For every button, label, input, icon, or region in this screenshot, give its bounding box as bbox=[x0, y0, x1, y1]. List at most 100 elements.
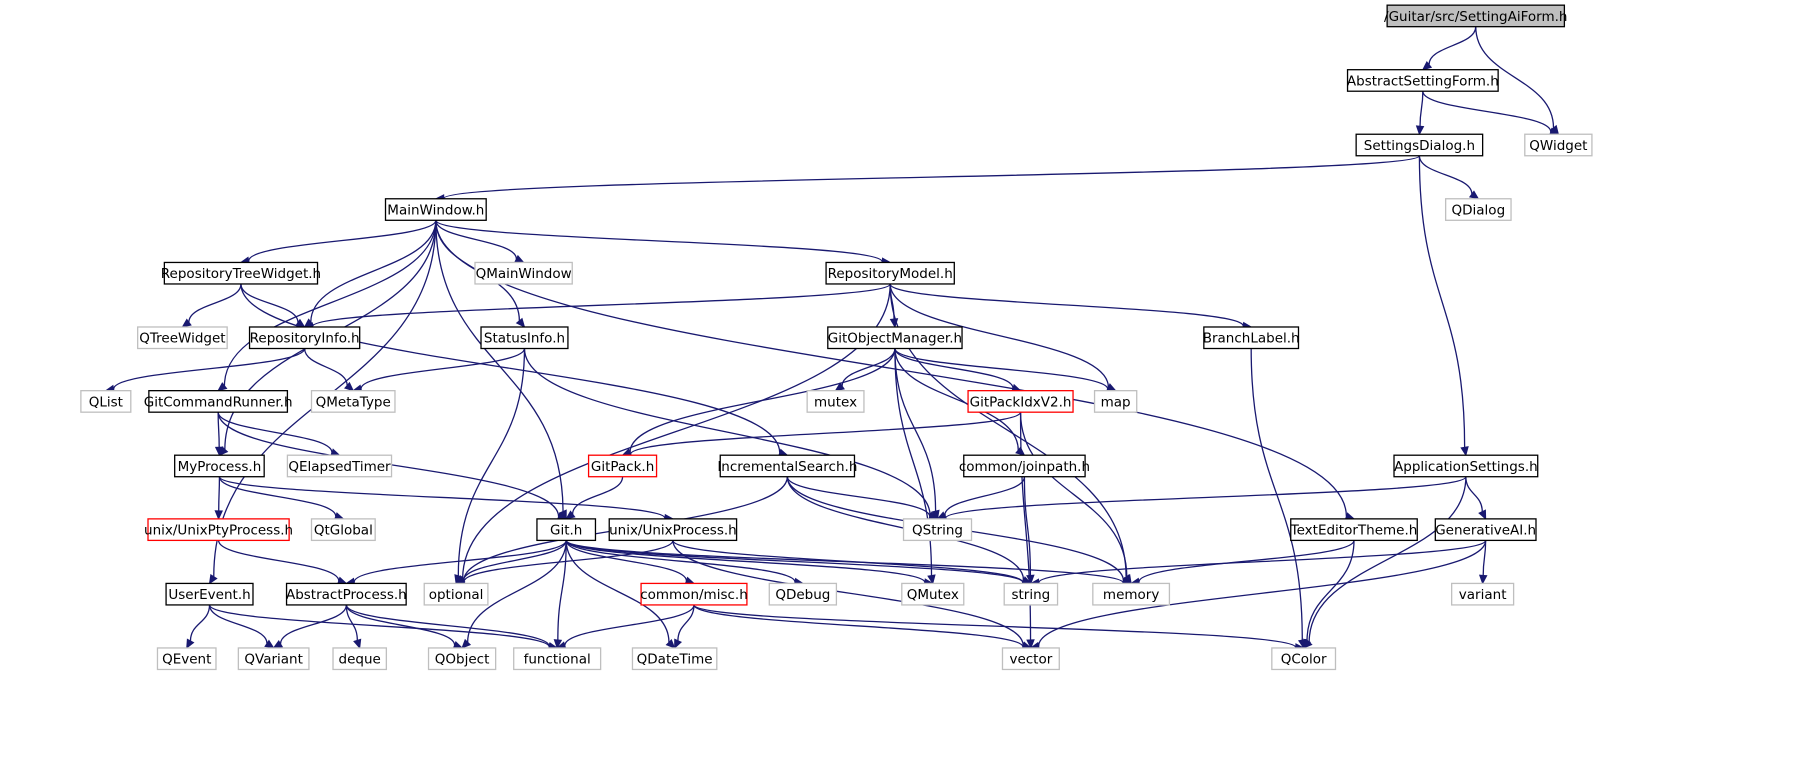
edge-repositorytreewidget-to-incrementalsearch bbox=[240, 283, 781, 453]
node-commonjoinpath[interactable]: common/joinpath.h bbox=[959, 454, 1090, 478]
node-settingsdialog[interactable]: SettingsDialog.h bbox=[1355, 133, 1484, 157]
node-label-abstractprocess: AbstractProcess.h bbox=[286, 587, 407, 603]
node-box-qstring bbox=[902, 518, 973, 542]
edge-gith-to-commonmisc bbox=[565, 540, 688, 582]
node-box-gitcommandrunner bbox=[148, 390, 289, 413]
node-qobject: QObject bbox=[427, 647, 497, 671]
edge-gitpackidxv2-to-vector bbox=[1019, 412, 1032, 640]
edge-applicationsettings-to-qstring bbox=[944, 476, 1467, 519]
node-label-map: map bbox=[1101, 394, 1131, 410]
node-label-gitcommandrunner: GitCommandRunner.h bbox=[144, 394, 293, 410]
node-applicationsettings[interactable]: ApplicationSettings.h bbox=[1393, 454, 1539, 478]
edge-gith-to-optional bbox=[462, 540, 567, 581]
node-root[interactable]: /Guitar/src/SettingAiForm.h bbox=[1384, 4, 1567, 28]
node-label-optional: optional bbox=[429, 587, 484, 603]
node-label-repositorytreewidget: RepositoryTreeWidget.h bbox=[161, 266, 321, 282]
node-commonmisc[interactable]: common/misc.h bbox=[640, 582, 748, 606]
edge-gitobjectmanager-to-gitpack bbox=[629, 348, 896, 453]
node-texteditortheme[interactable]: TextEditorTheme.h bbox=[1290, 518, 1418, 542]
arrowhead-gitobjectmanager-to-mutex bbox=[834, 382, 845, 392]
node-box-gitobjectmanager bbox=[827, 326, 963, 350]
node-box-qmetatype bbox=[310, 390, 396, 413]
node-box-mainwindow bbox=[384, 198, 487, 221]
node-label-texteditortheme: TextEditorTheme.h bbox=[1290, 523, 1418, 539]
node-repositorymodel[interactable]: RepositoryModel.h bbox=[825, 261, 955, 285]
node-qtreewidget: QTreeWidget bbox=[137, 326, 228, 350]
node-box-gith bbox=[536, 518, 597, 542]
node-variant: variant bbox=[1451, 582, 1515, 606]
node-gitobjectmanager[interactable]: GitObjectManager.h bbox=[827, 326, 963, 350]
edge-gith-to-abstractprocess bbox=[353, 540, 567, 583]
node-label-userevent: UserEvent.h bbox=[168, 587, 250, 603]
node-qmutex: QMutex bbox=[901, 582, 965, 606]
arrowhead-settingsdialog-to-qdialog bbox=[1468, 190, 1480, 200]
node-label-incrementalsearch: IncrementalSearch.h bbox=[717, 459, 857, 475]
node-myprocess[interactable]: MyProcess.h bbox=[174, 454, 265, 478]
arrowhead-repositoryinfo-to-qmetatype bbox=[344, 381, 355, 392]
edge-commonmisc-to-qcolor bbox=[693, 604, 1297, 648]
node-gitpackidxv2[interactable]: GitPackIdxV2.h bbox=[967, 390, 1074, 413]
node-box-root bbox=[1386, 4, 1566, 28]
edge-repositorymodel-to-branchlabel bbox=[889, 283, 1244, 327]
node-vector: vector bbox=[1001, 647, 1060, 671]
node-box-myprocess bbox=[174, 454, 265, 478]
node-label-variant: variant bbox=[1459, 587, 1507, 603]
node-qcolor: QColor bbox=[1271, 647, 1337, 671]
node-box-abstractprocess bbox=[285, 582, 407, 606]
node-box-qmainwindow bbox=[474, 261, 573, 285]
arrowhead-gith-to-qobject bbox=[461, 638, 472, 649]
node-incrementalsearch[interactable]: IncrementalSearch.h bbox=[717, 454, 857, 478]
node-branchlabel[interactable]: BranchLabel.h bbox=[1203, 326, 1300, 350]
arrowhead-texteditortheme-to-qcolor bbox=[1303, 638, 1312, 650]
node-gitpack[interactable]: GitPack.h bbox=[587, 454, 658, 478]
node-gitcommandrunner[interactable]: GitCommandRunner.h bbox=[144, 390, 293, 413]
node-abstractprocess[interactable]: AbstractProcess.h bbox=[285, 582, 407, 606]
edge-mainwindow-to-repositoryinfo bbox=[310, 220, 437, 322]
node-label-qevent: QEvent bbox=[162, 652, 211, 668]
node-label-gitpack: GitPack.h bbox=[591, 459, 654, 475]
node-gith[interactable]: Git.h bbox=[536, 518, 597, 542]
edge-gith-to-qdatetime bbox=[565, 540, 670, 643]
node-label-qdatetime: QDateTime bbox=[637, 652, 713, 668]
node-box-repositorymodel bbox=[825, 261, 955, 285]
node-label-mutex: mutex bbox=[814, 394, 857, 410]
arrowhead-repositorytreewidget-to-qtreewidget bbox=[181, 318, 192, 328]
node-repositoryinfo[interactable]: RepositoryInfo.h bbox=[248, 326, 361, 350]
edge-statusinfo-to-optional bbox=[457, 348, 526, 576]
edge-commonmisc-to-vector bbox=[693, 604, 1024, 648]
edge-gitobjectmanager-to-mutex bbox=[841, 348, 896, 387]
node-box-unixprocess bbox=[608, 518, 738, 542]
edge-gith-to-qobject bbox=[467, 540, 567, 643]
node-box-qdatetime bbox=[631, 647, 718, 671]
node-label-commonjoinpath: common/joinpath.h bbox=[959, 459, 1090, 475]
node-unixprocess[interactable]: unix/UnixProcess.h bbox=[608, 518, 738, 542]
node-box-gitpackidxv2 bbox=[967, 390, 1074, 413]
node-qmetatype: QMetaType bbox=[310, 390, 396, 413]
node-box-optional bbox=[423, 582, 489, 606]
node-box-variant bbox=[1451, 582, 1515, 606]
edge-generativeai-to-vector bbox=[1038, 540, 1487, 647]
edge-gitobjectmanager-to-commonjoinpath bbox=[894, 348, 1019, 451]
node-userevent[interactable]: UserEvent.h bbox=[165, 582, 254, 606]
node-unixptyprocess[interactable]: unix/UnixPtyProcess.h bbox=[144, 518, 293, 542]
node-generativeai[interactable]: GenerativeAI.h bbox=[1434, 518, 1537, 542]
node-box-userevent bbox=[165, 582, 254, 606]
node-repositorytreewidget[interactable]: RepositoryTreeWidget.h bbox=[161, 261, 321, 285]
node-label-qdialog: QDialog bbox=[1452, 203, 1506, 219]
node-label-qelapsedtimer: QElapsedTimer bbox=[288, 459, 391, 475]
arrowhead-generativeai-to-variant bbox=[1478, 574, 1488, 585]
node-box-gitpack bbox=[587, 454, 658, 478]
edge-repositoryinfo-to-qmetatype bbox=[303, 348, 348, 386]
edge-root-to-abstractsettingform bbox=[1428, 26, 1477, 65]
node-statusinfo[interactable]: StatusInfo.h bbox=[480, 326, 569, 350]
arrowhead-gitobjectmanager-to-qstring bbox=[931, 509, 940, 521]
edge-userevent-to-functional bbox=[208, 604, 550, 648]
edge-abstractsettingform-to-qwidget bbox=[1422, 90, 1552, 133]
edge-gitpack-to-gith bbox=[571, 476, 624, 515]
node-box-branchlabel bbox=[1203, 326, 1300, 350]
node-label-memory: memory bbox=[1103, 587, 1159, 603]
node-mainwindow[interactable]: MainWindow.h bbox=[384, 198, 487, 221]
node-abstractsettingform[interactable]: AbstractSettingForm.h bbox=[1346, 69, 1499, 92]
edge-repositorytreewidget-to-repositoryinfo bbox=[240, 283, 299, 323]
node-qdatetime: QDateTime bbox=[631, 647, 718, 671]
